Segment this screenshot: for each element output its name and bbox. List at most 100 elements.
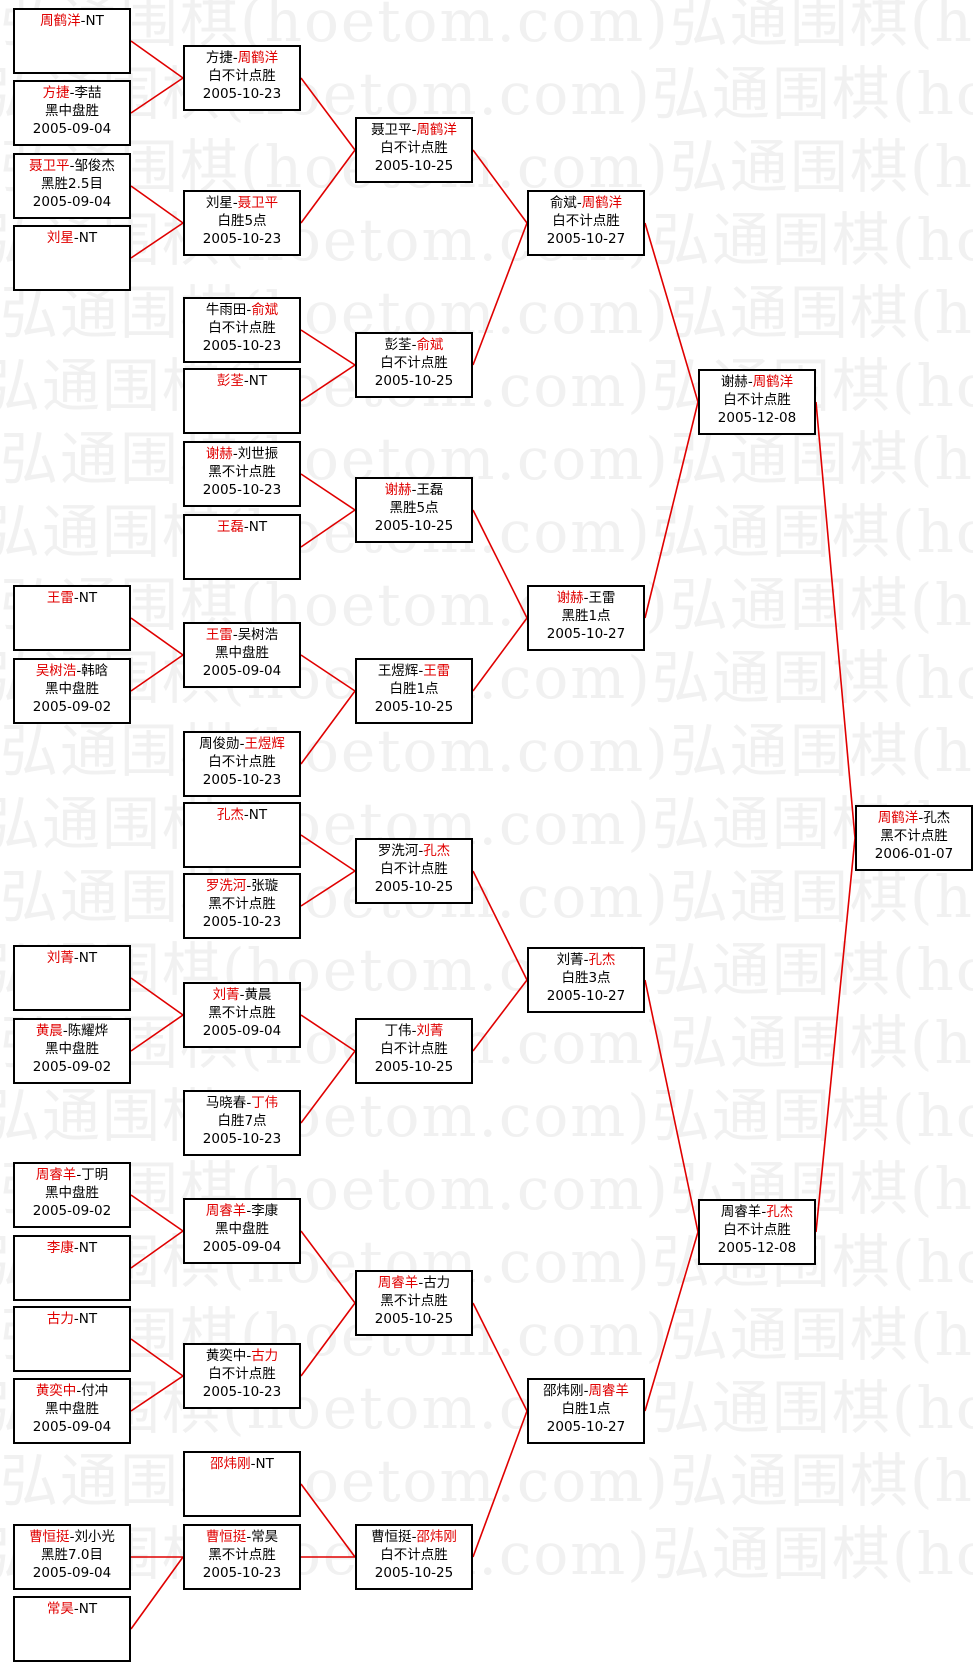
match-result: 白不计点胜 <box>380 355 448 371</box>
match-players: 王雷-吴树浩 <box>205 627 279 643</box>
player-black: 彭荃 <box>216 373 244 389</box>
match-players: 罗洗河-孔杰 <box>377 843 451 859</box>
bracket-connector <box>300 509 356 548</box>
match-box-r1-1: 周鹤洋-NT <box>13 8 131 74</box>
match-date: 2005-12-08 <box>717 1240 797 1256</box>
match-players: 彭荃-俞斌 <box>384 337 444 353</box>
player-black: 刘星 <box>205 195 233 211</box>
player-black: 方捷 <box>42 85 70 101</box>
match-result: 白不计点胜 <box>723 1222 791 1238</box>
match-result: 黑中盘胜 <box>45 1041 99 1057</box>
match-players: 刘星-聂卫平 <box>205 195 279 211</box>
match-box-r2-6: 王磊-NT <box>183 514 301 580</box>
match-date: 2005-10-23 <box>202 482 282 498</box>
match-players: 聂卫平-邹俊杰 <box>29 158 115 174</box>
player-white: 李喆 <box>74 85 102 101</box>
bracket-connector <box>300 329 356 366</box>
player-white: 李康 <box>251 1203 279 1219</box>
match-players: 牛雨田-俞斌 <box>205 302 279 318</box>
match-date: 2005-09-04 <box>202 1023 282 1039</box>
bracket-connector <box>300 364 356 402</box>
player-white: 古力 <box>251 1348 279 1364</box>
match-result: 黑中盘胜 <box>45 681 99 697</box>
match-result: 黑中盘胜 <box>45 1185 99 1201</box>
player-white: NT <box>248 519 268 535</box>
match-players: 方捷-李喆 <box>42 85 102 101</box>
match-date: 2005-10-23 <box>202 86 282 102</box>
match-result: 白不计点胜 <box>208 320 276 336</box>
player-white: NT <box>78 1240 98 1256</box>
bracket-connector <box>472 979 528 1052</box>
player-black: 刘菁 <box>46 950 74 966</box>
match-players: 王磊-NT <box>216 519 268 535</box>
player-white: 孔杰 <box>423 843 451 859</box>
match-players: 丁伟-刘菁 <box>384 1023 444 1039</box>
bracket-connector <box>130 617 184 656</box>
match-result: 白不计点胜 <box>380 1041 448 1057</box>
player-black: 周睿羊 <box>377 1275 419 1291</box>
bracket-connector <box>130 1556 184 1630</box>
match-result: 黑不计点胜 <box>208 1547 276 1563</box>
match-box-r2-3: 牛雨田-俞斌白不计点胜 2005-10-23 <box>183 297 301 363</box>
match-date: 2005-10-23 <box>202 914 282 930</box>
match-date: 2005-09-04 <box>32 194 112 210</box>
match-box-r2-15: 邵炜刚-NT <box>183 1451 301 1517</box>
match-result: 黑不计点胜 <box>380 1293 448 1309</box>
player-black: 王磊 <box>216 519 244 535</box>
match-date: 2005-10-25 <box>374 518 454 534</box>
player-white: NT <box>78 1311 98 1327</box>
player-black: 古力 <box>46 1311 74 1327</box>
match-result: 白胜1点 <box>389 681 439 697</box>
player-black: 黄奕中 <box>35 1383 77 1399</box>
bracket-connector <box>130 222 184 259</box>
bracket-connector <box>130 1375 184 1412</box>
bracket-connector <box>130 1014 184 1052</box>
bracket-connector <box>472 617 528 692</box>
match-box-r1-14: 常昊-NT <box>13 1596 131 1662</box>
player-white: NT <box>255 1456 274 1472</box>
player-black: 聂卫平 <box>29 158 70 174</box>
match-players: 邵炜刚-周睿羊 <box>543 1383 629 1399</box>
match-players: 曹恒挺-邵炜刚 <box>371 1529 457 1545</box>
match-players: 聂卫平-周鹤洋 <box>371 122 457 138</box>
match-result: 黑中盘胜 <box>45 1401 99 1417</box>
player-white: 韩晗 <box>81 663 109 679</box>
player-black: 周睿羊 <box>205 1203 247 1219</box>
player-white: 刘世振 <box>237 446 279 462</box>
player-white: 陈耀烨 <box>67 1023 109 1039</box>
match-box-r1-4: 刘星-NT <box>13 225 131 291</box>
player-black: 马晓春 <box>205 1095 247 1111</box>
match-result: 白不计点胜 <box>380 1547 448 1563</box>
match-date: 2005-10-23 <box>202 338 282 354</box>
match-players: 常昊-NT <box>46 1601 98 1617</box>
bracket-connector <box>300 473 356 511</box>
bracket-connector <box>644 222 699 403</box>
bracket-connector <box>472 870 528 981</box>
match-result: 白不计点胜 <box>380 861 448 877</box>
player-black: 周睿羊 <box>720 1204 762 1220</box>
match-date: 2005-10-23 <box>202 1384 282 1400</box>
match-result: 白胜1点 <box>561 1401 611 1417</box>
player-white: NT <box>78 1601 98 1617</box>
player-black: 曹恒挺 <box>205 1529 247 1545</box>
player-black: 谢赫 <box>384 482 412 498</box>
match-result: 黑中盘胜 <box>215 645 269 661</box>
player-white: 古力 <box>423 1275 451 1291</box>
match-players: 黄晨-陈耀烨 <box>35 1023 109 1039</box>
player-black: 黄晨 <box>35 1023 63 1039</box>
player-white: 黄晨 <box>244 987 272 1003</box>
